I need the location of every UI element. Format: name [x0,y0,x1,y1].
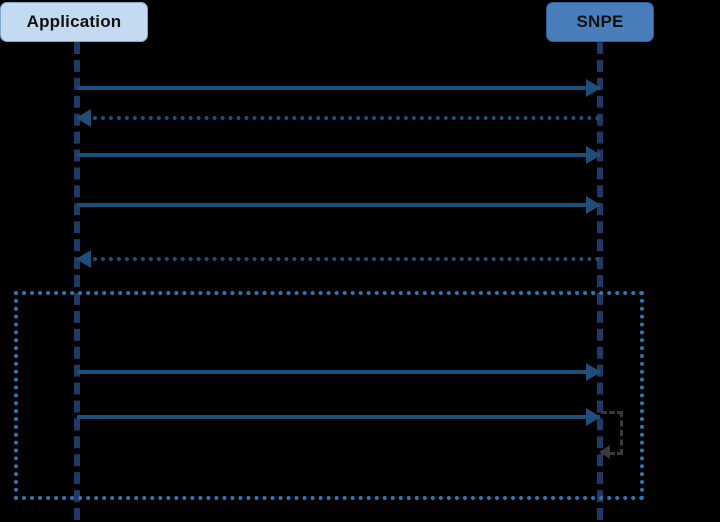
message-4-line [77,203,600,207]
message-1-line [77,86,600,90]
message-6-arrowhead [586,363,601,381]
message-4-arrowhead [586,196,601,214]
self-message-snpe[interactable] [599,411,627,459]
participant-application-label: Application [26,12,122,31]
message-7-arrowhead [586,408,601,426]
message-7-line [77,415,600,419]
message-1-arrowhead [586,79,601,97]
message-5-arrowhead [76,250,91,268]
message-5-line [77,257,600,261]
self-message-top-segment [601,411,623,414]
participant-application[interactable]: Application [0,2,148,42]
message-6-line [77,370,600,374]
self-message-arrowhead [599,445,610,459]
message-3-line [77,153,600,157]
self-message-bottom-segment [601,452,623,455]
lifeline-snpe [597,42,603,520]
loop-fragment-frame [14,291,644,500]
lifeline-application [74,42,80,520]
self-message-right-segment [620,411,623,455]
message-2-arrowhead [76,109,91,127]
message-3-arrowhead [586,146,601,164]
message-2-line [77,116,600,120]
participant-snpe[interactable]: SNPE [546,2,654,42]
participant-snpe-label: SNPE [576,12,624,31]
